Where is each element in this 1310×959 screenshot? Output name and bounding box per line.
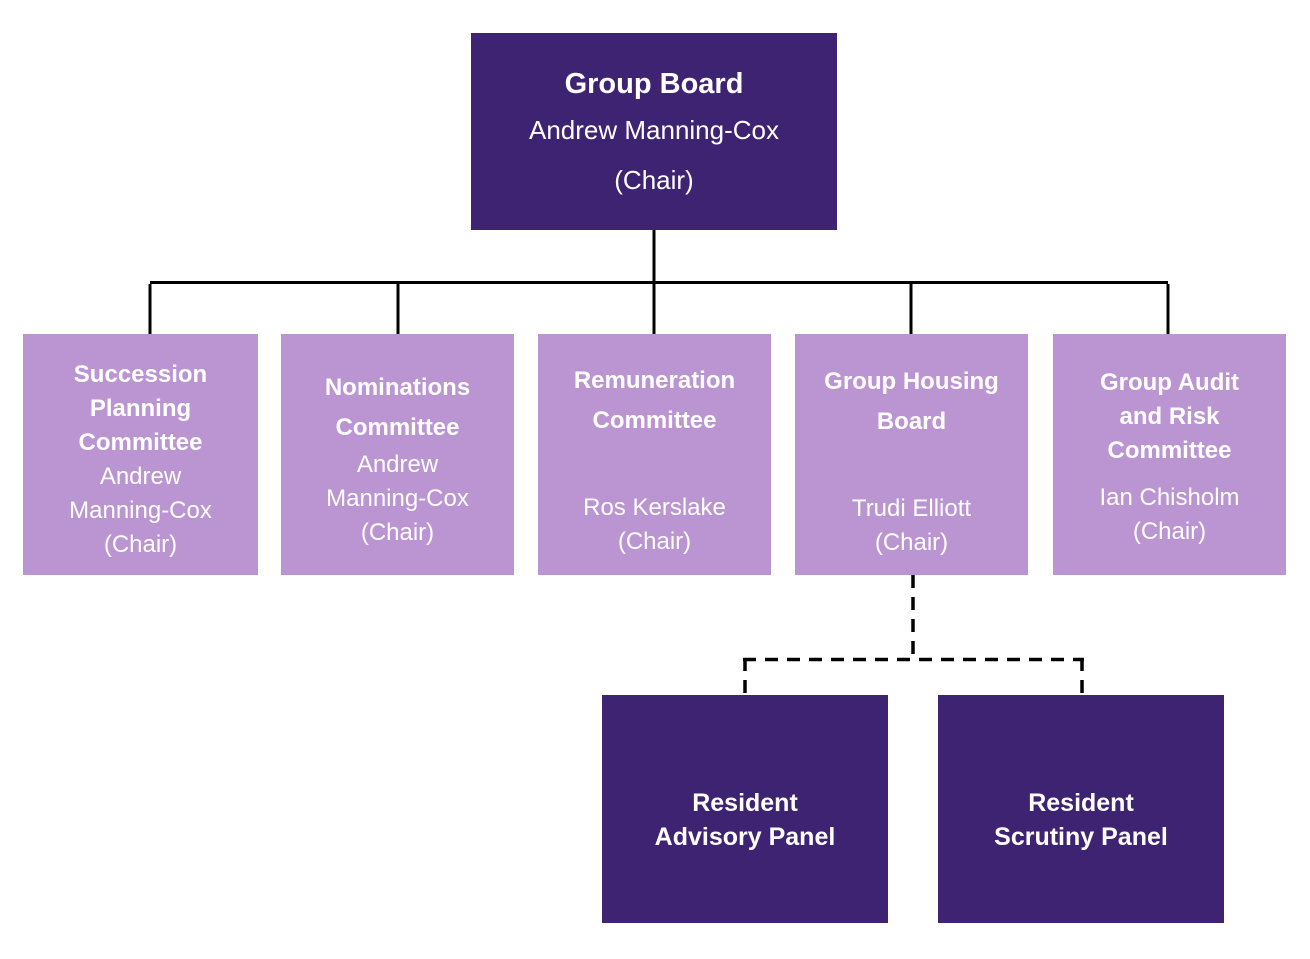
text-line: Andrew bbox=[99, 463, 182, 490]
text-line: Committee bbox=[78, 429, 203, 456]
committee-chair: Ros Kerslake (Chair) bbox=[538, 491, 771, 559]
solid-connector-lines bbox=[148, 230, 1170, 334]
text-line: Scrutiny Panel bbox=[994, 823, 1168, 851]
node-group-board: Group Board Andrew Manning-Cox (Chair) bbox=[471, 33, 837, 230]
text-line: (Chair) bbox=[103, 531, 178, 558]
text-line: Andrew bbox=[356, 451, 439, 478]
text-line: Advisory Panel bbox=[654, 823, 836, 851]
text-line: Nominations bbox=[324, 374, 471, 401]
text-line: Committee bbox=[592, 407, 717, 434]
text-line: (Chair) bbox=[874, 529, 949, 556]
text-line: Resident bbox=[1028, 789, 1134, 817]
text-line: Group Audit bbox=[1099, 369, 1240, 396]
text-line: Group Housing bbox=[824, 368, 999, 395]
text-line: Ian Chisholm bbox=[1099, 484, 1240, 511]
group-board-chair-role: (Chair) bbox=[614, 165, 694, 195]
committee-chair: Trudi Elliott (Chair) bbox=[795, 492, 1028, 560]
committee-chair: Ian Chisholm (Chair) bbox=[1053, 481, 1286, 549]
text-line: Resident bbox=[692, 789, 798, 817]
text-line: (Chair) bbox=[1132, 518, 1207, 545]
text-line: Planning bbox=[89, 395, 192, 422]
text-line: Manning-Cox bbox=[326, 485, 469, 512]
text-line: Committee bbox=[1107, 437, 1232, 464]
text-line: Committee bbox=[335, 414, 460, 441]
text-line: Remuneration bbox=[573, 367, 736, 394]
group-board-chair-name: Andrew Manning-Cox bbox=[528, 115, 779, 145]
text-line: (Chair) bbox=[617, 528, 692, 555]
text-line: and Risk bbox=[1119, 403, 1220, 430]
text-line: (Chair) bbox=[360, 519, 435, 546]
text-line: Manning-Cox bbox=[69, 497, 212, 524]
text-line: Ros Kerslake bbox=[583, 494, 726, 521]
dashed-connector-lines bbox=[743, 575, 1084, 695]
text-line: Succession bbox=[73, 361, 208, 388]
text-line: Trudi Elliott bbox=[851, 495, 972, 522]
text-line: Board bbox=[876, 408, 947, 435]
group-board-title: Group Board bbox=[564, 68, 744, 100]
